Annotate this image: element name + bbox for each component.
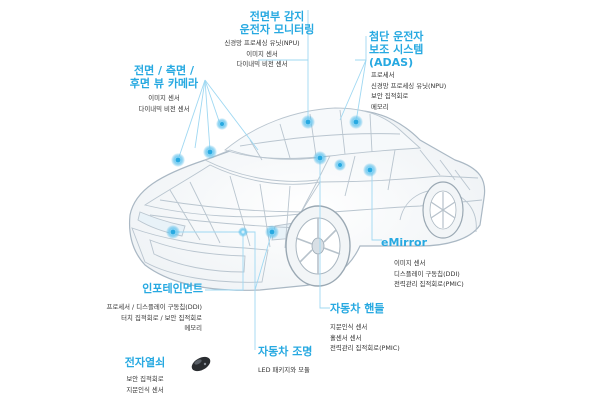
- callout-item: 지문인식 센서: [330, 323, 368, 331]
- callout-title: 전자열쇠: [124, 356, 166, 369]
- hotspot-front-camera-core: [170, 229, 176, 235]
- callout-infotainment: 인포테인먼트: [110, 282, 203, 295]
- front-wheel: [285, 205, 351, 287]
- callout-view-camera-items: 이미지 센서 다이내믹 비전 센서: [114, 93, 214, 114]
- callout-item: 보안 집적회로: [126, 375, 164, 383]
- callout-item: 신경망 프로세싱 유닛(NPU): [371, 81, 447, 90]
- callout-adas-items: 프로세서 신경망 프로세싱 유닛(NPU) 보안 집적회로 메모리: [371, 70, 481, 112]
- callout-item: 이미지 센서: [246, 49, 278, 58]
- callout-item: 디스플레이 구동칩(DDI): [394, 269, 460, 278]
- rear-wheel: [422, 181, 464, 239]
- callout-item: 지문인식 센서: [126, 385, 164, 394]
- callout-item: 홀센서 센서: [330, 333, 362, 342]
- callout-title: 첨단 운전자: [369, 30, 424, 43]
- callout-item: 이미지 센서: [148, 94, 180, 102]
- callout-title: 전면 / 측면 /: [133, 64, 194, 77]
- sensor-hotspots: [166, 115, 377, 239]
- callout-item: 다이내믹 비전 센서: [236, 60, 288, 68]
- callout-smart-key-items: 보안 집적회로 지문인식 센서: [110, 374, 180, 395]
- callout-title: 자동차 핸들: [330, 302, 385, 315]
- callout-infotainment-items: 프로세서 / 디스플레이 구동칩(DDI) 터치 집적회로 / 보안 집적회로 …: [60, 302, 202, 334]
- callout-adas: 첨단 운전자 보조 시스템 (ADAS): [369, 30, 479, 69]
- callout-steering-items: 지문인식 센서 홀센서 센서 전력관리 집적회로(PMIC): [330, 322, 440, 354]
- callout-smart-key: 전자열쇠: [110, 356, 180, 369]
- callout-item: 프로세서 / 디스플레이 구동칩(DDI): [106, 303, 202, 311]
- callout-title: 후면 뷰 카메라: [129, 77, 199, 90]
- callout-item: 프로세서: [371, 71, 395, 79]
- callout-title: 전면부 감지: [249, 10, 305, 23]
- callout-title: 보조 시스템: [369, 43, 424, 56]
- callout-item: 메모리: [184, 324, 202, 332]
- callout-emirror-items: 이미지 센서 디스플레이 구동칩(DDI) 전력관리 집적회로(PMIC): [394, 258, 504, 290]
- callout-title: 운전자 모니터링: [239, 23, 315, 36]
- callout-lighting: 자동차 조명: [258, 345, 358, 358]
- callout-item: 전력관리 집적회로(PMIC): [394, 280, 464, 288]
- callout-item: 보안 집적회로: [371, 92, 409, 100]
- callout-item: 메모리: [371, 102, 389, 111]
- callout-title: eMirror: [381, 236, 428, 249]
- callout-title: 자동차 조명: [258, 345, 313, 358]
- callout-item: LED 패키지와 모듈: [258, 366, 310, 374]
- leader-lines: [173, 10, 382, 350]
- callout-driver-monitoring-items: 신경망 프로세싱 유닛(NPU) 이미지 센서 다이내믹 비전 센서: [212, 38, 312, 70]
- callout-item: 전력관리 집적회로(PMIC): [330, 344, 400, 352]
- callout-steering: 자동차 핸들: [330, 302, 440, 315]
- callout-item: 다이내믹 비전 센서: [138, 104, 190, 113]
- callout-item: 터치 집적회로 / 보안 집적회로: [121, 313, 202, 322]
- callout-lighting-items: LED 패키지와 모듈: [258, 365, 358, 376]
- callout-item: 이미지 센서: [394, 259, 426, 267]
- callout-driver-monitoring: 전면부 감지 운전자 모니터링: [232, 10, 322, 36]
- callout-emirror: eMirror: [381, 236, 491, 249]
- callout-item: 신경망 프로세싱 유닛(NPU): [224, 39, 300, 47]
- smart-key-fob-icon: [191, 356, 211, 372]
- callout-view-camera: 전면 / 측면 / 후면 뷰 카메라: [114, 64, 214, 90]
- hotspot-infotainment: [238, 227, 248, 237]
- callout-title: (ADAS): [369, 56, 414, 69]
- callout-title: 인포테인먼트: [142, 282, 203, 295]
